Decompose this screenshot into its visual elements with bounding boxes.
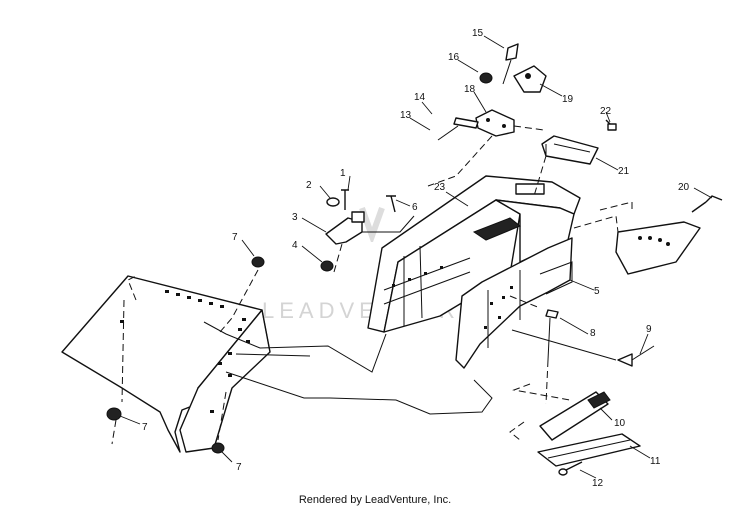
callout-23: 23 — [434, 182, 446, 193]
watermark-logo — [352, 202, 392, 245]
callout-2: 2 — [306, 180, 312, 191]
callout-4: 4 — [292, 240, 298, 251]
callout-9: 9 — [646, 324, 652, 335]
callout-5: 5 — [594, 286, 600, 297]
leader-lines — [119, 35, 713, 479]
render-credit: Rendered by LeadVenture, Inc. — [298, 494, 452, 506]
callout-11: 11 — [650, 456, 661, 467]
side-bracket — [539, 261, 573, 295]
callout-12: 12 — [592, 478, 604, 489]
callout-19: 19 — [562, 94, 574, 105]
callout-20: 20 — [678, 182, 690, 193]
callout-14: 14 — [414, 92, 426, 103]
nut-7-bottom — [211, 442, 225, 454]
screw-9 — [617, 345, 655, 367]
assembly-lines — [121, 243, 617, 441]
callout-7-left: 7 — [142, 422, 148, 433]
nut-7-top — [251, 256, 265, 268]
floor-plate — [61, 275, 271, 453]
callout-8: 8 — [590, 328, 596, 339]
back-panel — [573, 195, 723, 275]
callout-18: 18 — [464, 84, 476, 95]
bolt-8 — [545, 309, 559, 405]
frame-holes — [392, 266, 513, 329]
callout-3: 3 — [292, 212, 298, 223]
plate-holes — [120, 290, 250, 413]
nut-7-left — [106, 407, 122, 445]
callouts: 1 2 3 4 5 6 7 7 7 8 9 10 11 12 13 14 15 … — [142, 28, 690, 489]
callout-6: 6 — [412, 202, 418, 213]
bracket-assembly — [320, 189, 415, 272]
hinge-assembly — [427, 43, 547, 187]
callout-7-bottom: 7 — [236, 462, 242, 473]
callout-7-top: 7 — [232, 232, 238, 243]
callout-16: 16 — [448, 52, 460, 63]
callout-21: 21 — [618, 166, 630, 177]
bumper-block — [533, 119, 617, 197]
callout-13: 13 — [400, 110, 412, 121]
callout-15: 15 — [472, 28, 484, 39]
callout-22: 22 — [600, 106, 612, 117]
callout-1: 1 — [340, 168, 346, 179]
seat-frame — [367, 175, 581, 369]
callout-10: 10 — [614, 418, 626, 429]
lower-strip — [537, 391, 641, 476]
